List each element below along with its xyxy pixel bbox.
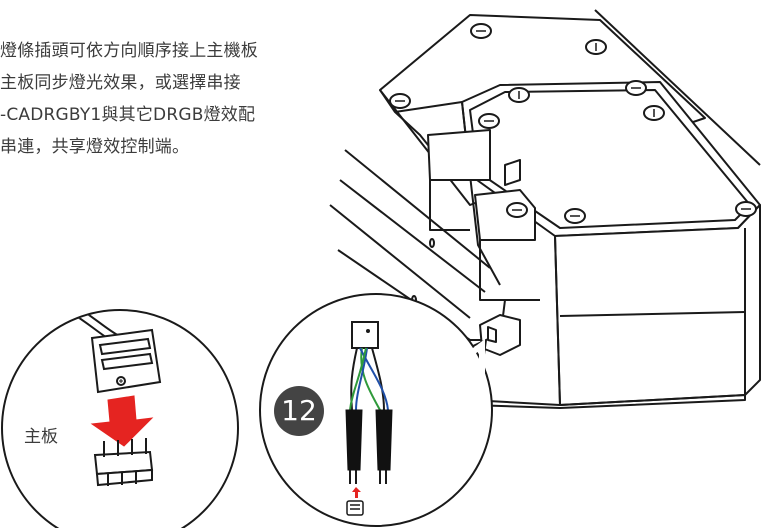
- instruction-line-4: 串連，共享燈效控制端。: [0, 137, 190, 157]
- insert-arrow-icon: [90, 395, 154, 447]
- device-assembly: [329, 9, 761, 409]
- small-arrow-icon: [352, 487, 361, 498]
- instruction-line-3: -CADRGBY1與其它DRGB燈效配: [0, 105, 256, 125]
- cable-detail: [345, 321, 393, 516]
- step-number-badge: 12: [274, 386, 324, 436]
- pin-header-icon: [93, 438, 154, 487]
- plug-icon: [90, 328, 162, 394]
- instruction-line-1: 燈條插頭可依方向順序接上主機板: [0, 41, 258, 61]
- instruction-line-2: 主板同步燈光效果，或選擇串接: [0, 73, 241, 93]
- small-plug-icon: [346, 500, 364, 516]
- motherboard-label: 主板: [24, 427, 58, 447]
